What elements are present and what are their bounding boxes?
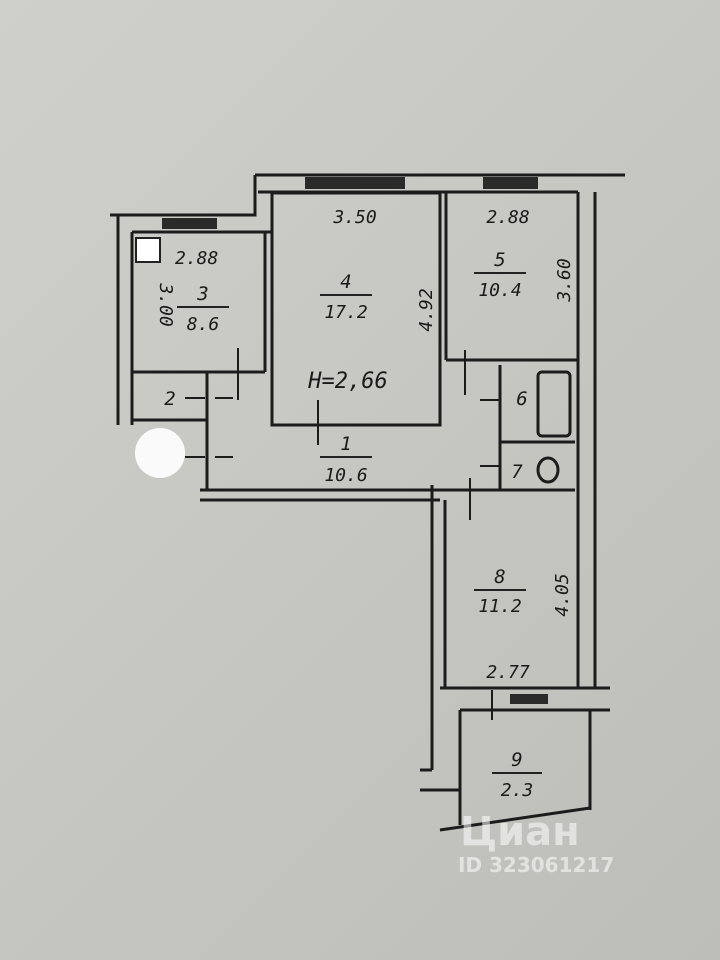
corridor-bottom-wall — [200, 488, 575, 502]
room-5-length: 3.60 — [554, 258, 575, 302]
window — [483, 177, 538, 189]
watermark-brand: Циан — [460, 809, 580, 855]
wall-right — [576, 192, 597, 688]
room-1-number: 1 — [340, 433, 351, 455]
room-8-area: 11.2 — [478, 596, 521, 617]
bathtub-icon — [536, 370, 572, 438]
toilet-icon — [536, 456, 560, 484]
room-4-length: 4.92 — [416, 288, 437, 331]
kitchen-walls — [132, 232, 267, 374]
ceiling-height: H=2,66 — [307, 369, 387, 394]
window — [162, 218, 217, 229]
room-3-area: 8.6 — [187, 314, 220, 335]
balcony-outline — [439, 710, 592, 832]
kitchen-width: 2.88 — [175, 248, 218, 269]
room-4-area: 17.2 — [324, 302, 367, 323]
balcony-wall — [440, 686, 610, 712]
room-9-area: 2.3 — [501, 780, 534, 801]
wall-left — [116, 215, 134, 425]
room-3-number: 3 — [196, 283, 208, 305]
room-5-number: 5 — [494, 249, 505, 271]
room-9-number: 9 — [511, 749, 522, 771]
room-8-width: 2.77 — [486, 662, 530, 683]
wall-8-left — [430, 485, 447, 770]
room-5-width: 2.88 — [486, 207, 529, 228]
room-7-number: 7 — [511, 461, 523, 483]
room-8-length: 4.05 — [552, 573, 573, 616]
room-8-number: 8 — [494, 566, 505, 588]
room-4-width: 3.50 — [332, 207, 376, 228]
window — [510, 694, 548, 704]
room-5-area: 10.4 — [478, 280, 521, 301]
room-2-walls — [132, 372, 209, 490]
room-6-number: 6 — [516, 388, 527, 410]
kitchen-length: 3.00 — [155, 282, 176, 326]
room-4-number: 4 — [340, 271, 351, 293]
room-2-number: 2 — [164, 388, 175, 410]
window — [305, 177, 405, 189]
watermark-id: ID 323061217 — [458, 853, 614, 877]
redacted-mark — [135, 428, 185, 478]
wall-4-5 — [438, 193, 448, 425]
balcony-side — [420, 768, 460, 792]
bath-walls — [498, 365, 575, 490]
stove-icon — [135, 237, 161, 263]
room-1-area: 10.6 — [324, 465, 367, 486]
